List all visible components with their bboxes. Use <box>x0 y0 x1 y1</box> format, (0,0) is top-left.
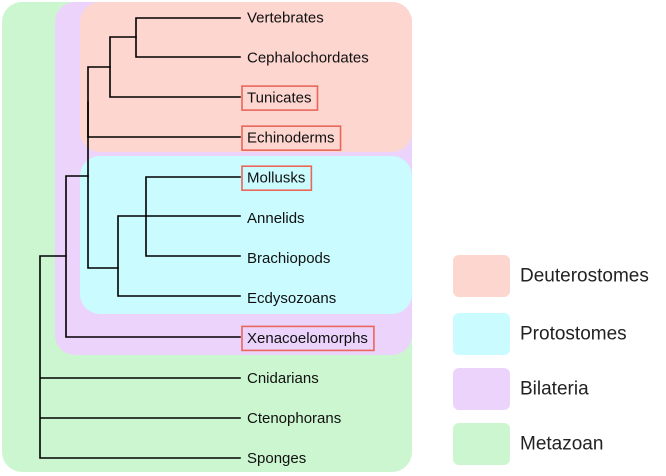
taxon-label: Ctenophorans <box>247 410 341 427</box>
taxon-label: Cnidarians <box>247 370 319 387</box>
legend-swatch-protostomes <box>453 313 510 355</box>
taxon-label: Xenacoelomorphs <box>247 330 368 347</box>
legend-label-metazoan: Metazoan <box>520 434 603 455</box>
taxon-annelids: Annelids <box>247 210 305 227</box>
highlight-box <box>241 325 375 352</box>
tree-branches <box>39 17 241 459</box>
legend: DeuterostomesProtostomesBilateriaMetazoa… <box>453 255 649 465</box>
highlight-box <box>241 165 313 191</box>
taxon-xenacoelomorphs: Xenacoelomorphs <box>241 325 375 352</box>
taxon-label: Cephalochordates <box>247 50 369 67</box>
taxon-ctenophorans: Ctenophorans <box>247 410 341 427</box>
legend-swatch-metazoan <box>453 423 510 465</box>
taxon-label: Vertebrates <box>247 10 324 27</box>
branch-nephrozoa <box>87 101 119 269</box>
highlight-box <box>241 125 342 151</box>
taxon-label: Mollusks <box>247 170 305 187</box>
legend-label-protostomes: Protostomes <box>520 324 627 345</box>
taxon-ecdysozoans: Ecdysozoans <box>247 290 336 307</box>
taxon-mollusks: Mollusks <box>241 165 313 191</box>
branch-protostome-node <box>117 215 241 297</box>
highlight-box <box>241 85 319 111</box>
taxon-label: Ecdysozoans <box>247 290 336 307</box>
taxon-vertebrates: Vertebrates <box>247 10 324 27</box>
legend-swatch-deuterostomes <box>453 255 510 297</box>
taxon-label: Tunicates <box>247 90 311 107</box>
legend-label-bilateria: Bilateria <box>520 379 589 400</box>
taxon-sponges: Sponges <box>247 450 306 467</box>
taxon-cnidarians: Cnidarians <box>247 370 319 387</box>
legend-label-deuterostomes: Deuterostomes <box>520 266 649 287</box>
taxon-brachiopods: Brachiopods <box>247 250 330 267</box>
taxon-tunicates: Tunicates <box>241 85 319 111</box>
deuterostomes-region <box>80 2 412 152</box>
taxon-echinoderms: Echinoderms <box>241 125 342 151</box>
taxon-label: Echinoderms <box>247 130 335 147</box>
taxon-label: Brachiopods <box>247 250 330 267</box>
taxon-cephalochordates: Cephalochordates <box>247 50 369 67</box>
legend-swatch-bilateria <box>453 368 510 410</box>
protostomes-region <box>80 156 412 314</box>
taxa-labels: VertebratesCephalochordatesTunicatesEchi… <box>241 10 375 467</box>
taxon-label: Sponges <box>247 450 306 467</box>
branch-metazoan-root <box>39 255 241 459</box>
taxon-label: Annelids <box>247 210 305 227</box>
